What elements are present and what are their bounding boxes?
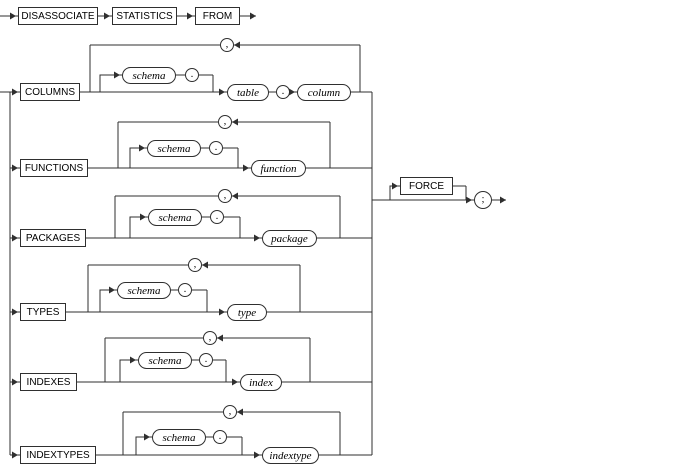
separator-dot-schema-columns: . — [185, 68, 199, 82]
keyword-columns: COLUMNS — [20, 83, 80, 101]
variable-package: package — [262, 230, 317, 247]
separator-dot-schema-indexes: . — [199, 353, 213, 367]
keyword-indextypes: INDEXTYPES — [20, 446, 96, 464]
separator-comma-indextypes: , — [223, 405, 237, 419]
keyword-statistics: STATISTICS — [112, 7, 177, 25]
keyword-functions: FUNCTIONS — [20, 159, 88, 177]
variable-indextype: indextype — [262, 447, 319, 464]
variable-column: column — [297, 84, 351, 101]
keyword-types: TYPES — [20, 303, 66, 321]
separator-dot-schema-packages: . — [210, 210, 224, 224]
separator-dot-table-column: . — [276, 85, 290, 99]
variable-schema-functions: schema — [147, 140, 201, 157]
terminator-semicolon: ; — [474, 191, 492, 209]
variable-schema-indexes: schema — [138, 352, 192, 369]
separator-dot-schema-types: . — [178, 283, 192, 297]
separator-comma-functions: , — [218, 115, 232, 129]
variable-function: function — [251, 160, 306, 177]
keyword-indexes: INDEXES — [20, 373, 77, 391]
variable-schema-packages: schema — [148, 209, 202, 226]
separator-comma-packages: , — [218, 189, 232, 203]
separator-comma-columns: , — [220, 38, 234, 52]
variable-schema-columns: schema — [122, 67, 176, 84]
keyword-disassociate: DISASSOCIATE — [18, 7, 98, 25]
variable-table: table — [227, 84, 269, 101]
separator-comma-indexes: , — [203, 331, 217, 345]
keyword-from: FROM — [195, 7, 240, 25]
separator-dot-schema-indextypes: . — [213, 430, 227, 444]
arrowheads — [10, 12, 506, 459]
variable-schema-indextypes: schema — [152, 429, 206, 446]
variable-schema-types: schema — [117, 282, 171, 299]
separator-comma-types: , — [188, 258, 202, 272]
variable-index: index — [240, 374, 282, 391]
keyword-packages: PACKAGES — [20, 229, 86, 247]
keyword-force: FORCE — [400, 177, 453, 195]
separator-dot-schema-functions: . — [209, 141, 223, 155]
variable-type: type — [227, 304, 267, 321]
